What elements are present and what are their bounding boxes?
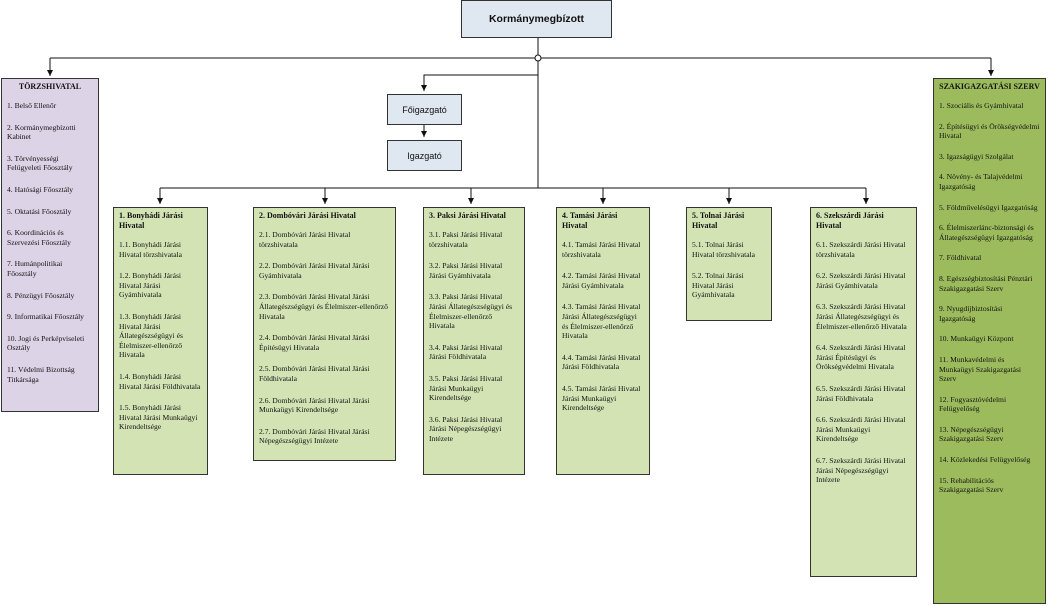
- jarasi-item: 6.3. Szekszárdi Járási Hivatal Járási Ál…: [816, 302, 907, 331]
- szakigazgatasi-item: 8. Egészségbiztosítási Pénztári Szakigaz…: [939, 273, 1033, 293]
- jarasi-item: 2.3. Dombóvári Járási Hivatal Járási Áll…: [259, 292, 388, 321]
- torzshivatal-item: 5. Oktatási Főosztály: [7, 206, 72, 216]
- jarasi-item: 6.1. Szekszárdi Járási Hivatal törzshiva…: [816, 240, 906, 259]
- jarasi-item: 5.2. Tolnai Járási Hivatal Járási Gyámhi…: [692, 271, 744, 300]
- igazgato-label: Igazgató: [407, 150, 442, 161]
- igazgato-box: Igazgató: [387, 140, 462, 171]
- szakigazgatasi-item: 15. Rehabilitációs Szakigazgatási Szerv: [939, 475, 1004, 495]
- jarasi-item: 2.4. Dombóvári Járási Hivatal Járási Épí…: [259, 333, 370, 352]
- jarasi-item: 6.2. Szekszárdi Járási Hivatal Járási Gy…: [816, 271, 906, 290]
- szakigazgatasi-item: 12. Fogyasztóvédelmi Felügyelőség: [939, 394, 1007, 414]
- jarasi-item: 1.1. Bonyhádi Járási Hivatal törzshivata…: [119, 240, 183, 259]
- torzshivatal-item: 4. Hatósági Főosztály: [7, 184, 74, 194]
- jarasi-title: 4. Tamási Járási Hivatal: [562, 211, 618, 230]
- jarasi-item: 6.6. Szekszárdi Járási Hivatal Járási Mu…: [816, 415, 906, 444]
- jarasi-box-szekszard: 6. Szekszárdi Járási Hivatal 6.1. Szeksz…: [810, 207, 917, 577]
- jarasi-box-bonyhad: 1. Bonyhádi Járási Hivatal 1.1. Bonyhádi…: [113, 207, 208, 475]
- torzshivatal-title: TÖRZSHIVATAL: [18, 82, 82, 91]
- szakigazgatasi-item: 2. Építésügyi és Örökségvédelmi Hivatal: [939, 121, 1040, 141]
- szakigazgatasi-item: 10. Munkaügyi Központ: [939, 334, 1014, 344]
- szakigazgatasi-item: 1. Szociális és Gyámhivatal: [939, 101, 1024, 110]
- szakigazgatasi-item: 6. Élelmiszerlánc-biztonsági és Állategé…: [939, 223, 1034, 242]
- jarasi-item: 4.3. Tamási Járási Hivatal Járási Állate…: [562, 302, 641, 341]
- jarasi-item: 3.1. Paksi Járási Hivatal törzshivatala: [429, 230, 503, 249]
- jarasi-item: 1.4. Bonyhádi Járási Hivatal Járási Föld…: [119, 371, 201, 391]
- torzshivatal-item: 7. Humánpolitikai Főosztály: [7, 259, 63, 278]
- jarasi-item: 6.7. Szekszárdi Járási Hivatal Járási Né…: [816, 455, 906, 485]
- jarasi-box-tamasi: 4. Tamási Járási Hivatal 4.1. Tamási Jár…: [556, 207, 650, 475]
- szakigazgatasi-item: 7. Földhivatal: [939, 253, 982, 263]
- szakigazgatasi-item: 3. Igazságügyi Szolgálat: [939, 151, 1014, 161]
- jarasi-item: 4.1. Tamási Járási Hivatal törzshivatala: [562, 240, 641, 259]
- torzshivatal-item: 2. Kormánymegbízotti Kabinet: [7, 122, 76, 142]
- jarasi-item: 3.3. Paksi Járási Hivatal Járási Állateg…: [429, 292, 513, 331]
- jarasi-box-dombovar: 2. Dombóvári Járási Hivatal 2.1. Dombóvá…: [253, 207, 396, 461]
- szakigazgatasi-item: 4. Növény- és Talajvédelmi Igazgatóság: [939, 172, 1023, 191]
- jarasi-item: 6.4. Szekszárdi Járási Hivatal Járási Ép…: [816, 343, 906, 372]
- jarasi-title: 5. Tolnai Járási Hivatal: [692, 211, 745, 230]
- jarasi-item: 1.5. Bonyhádi Járási Hivatal Járási Munk…: [119, 403, 198, 432]
- szakigazgatasi-item: 5. Földművelésügyi Igazgatóság: [939, 202, 1038, 212]
- torzshivatal-item: 8. Pénzügyi Főosztály: [7, 290, 75, 300]
- jarasi-item: 2.2. Dombóvári Járási Hivatal Járási Gyá…: [259, 261, 370, 280]
- jarasi-item: 4.5. Tamási Járási Hivatal Járási Munkaü…: [562, 383, 641, 413]
- szakigazgatasi-box: SZAKIGAZGATÁSI SZERV 1. Szociális és Gyá…: [933, 78, 1046, 604]
- torzshivatal-item: 6. Koordinációs és Szervezési Főosztály: [7, 228, 71, 247]
- jarasi-item: 6.5. Szekszárdi Járási Hivatal Járási Fö…: [816, 383, 906, 403]
- jarasi-item: 3.6. Paksi Járási Hivatal Járási Népegés…: [429, 414, 503, 443]
- torzshivatal-item: 1. Belső Ellenőr: [7, 101, 57, 110]
- jarasi-title: 6. Szekszárdi Járási Hivatal: [816, 211, 884, 230]
- szakigazgatasi-item: 11. Munkavédelmi és Munkaügyi Szakigazga…: [939, 354, 1022, 384]
- jarasi-title: 3. Paksi Járási Hivatal: [429, 211, 506, 220]
- root-label: Kormánymegbízott: [488, 13, 585, 25]
- torzshivatal-item: 10. Jogi és Perképviseleti Osztály: [7, 333, 85, 353]
- szakigazgatasi-item: 13. Népegészségügyi Szakigazgatási Szerv: [939, 424, 1004, 444]
- foigazgato-label: Főigazgató: [402, 104, 447, 115]
- jarasi-item: 2.1. Dombóvári Járási Hivatal törzshivat…: [259, 230, 351, 249]
- jarasi-item: 3.5. Paksi Járási Hivatal Járási Munkaüg…: [429, 373, 503, 403]
- foigazgato-box: Főigazgató: [387, 94, 462, 125]
- torzshivatal-item: 11. Védelmi Bizottság Titkársága: [7, 364, 75, 384]
- jarasi-item: 2.5. Dombóvári Járási Hivatal Járási Föl…: [259, 364, 370, 383]
- jarasi-item: 4.2. Tamási Járási Hivatal Járási Gyámhi…: [562, 271, 641, 290]
- jarasi-item: 3.4. Paksi Járási Hivatal Járási Földhiv…: [429, 342, 503, 362]
- jarasi-item: 3.2. Paksi Járási Hivatal Járási Gyámhiv…: [429, 261, 503, 280]
- jarasi-title: 1. Bonyhádi Járási Hivatal: [119, 211, 183, 230]
- jarasi-item: 1.2. Bonyhádi Járási Hivatal Járási Gyám…: [119, 271, 182, 300]
- szakigazgatasi-item: 14. Közlekedési Felügyelőség: [939, 455, 1031, 465]
- szakigazgatasi-title: SZAKIGAZGATÁSI SZERV: [939, 82, 1040, 91]
- torzshivatal-item: 3. Törvényességi Felügyeleti Főosztály: [7, 153, 73, 173]
- jarasi-box-tolna: 5. Tolnai Járási Hivatal 5.1. Tolnai Jár…: [686, 207, 772, 321]
- jarasi-title: 2. Dombóvári Járási Hivatal: [259, 211, 356, 220]
- jarasi-item: 4.4. Tamási Járási Hivatal Járási Földhi…: [562, 352, 641, 372]
- torzshivatal-box: TÖRZSHIVATAL 1. Belső Ellenőr 2. Kormány…: [1, 78, 99, 412]
- torzshivatal-item: 9. Informatikai Főosztály: [7, 312, 84, 322]
- jarasi-item: 2.6. Dombóvári Járási Hivatal Járási Mun…: [259, 395, 370, 415]
- jarasi-item: 1.3. Bonyhádi Járási Hivatal Járási Álla…: [119, 311, 183, 360]
- szakigazgatasi-item: 9. Nyugdíjbiztosítási Igazgatóság: [939, 304, 1003, 323]
- root-box-kormanymegbizott: Kormánymegbízott: [461, 0, 612, 38]
- jarasi-item: 5.1. Tolnai Járási Hivatal törzshivatala: [692, 240, 756, 259]
- jarasi-item: 2.7. Dombóvári Járási Hivatal Járási Nép…: [259, 426, 370, 446]
- jarasi-box-paks: 3. Paksi Járási Hivatal 3.1. Paksi Járás…: [423, 207, 525, 475]
